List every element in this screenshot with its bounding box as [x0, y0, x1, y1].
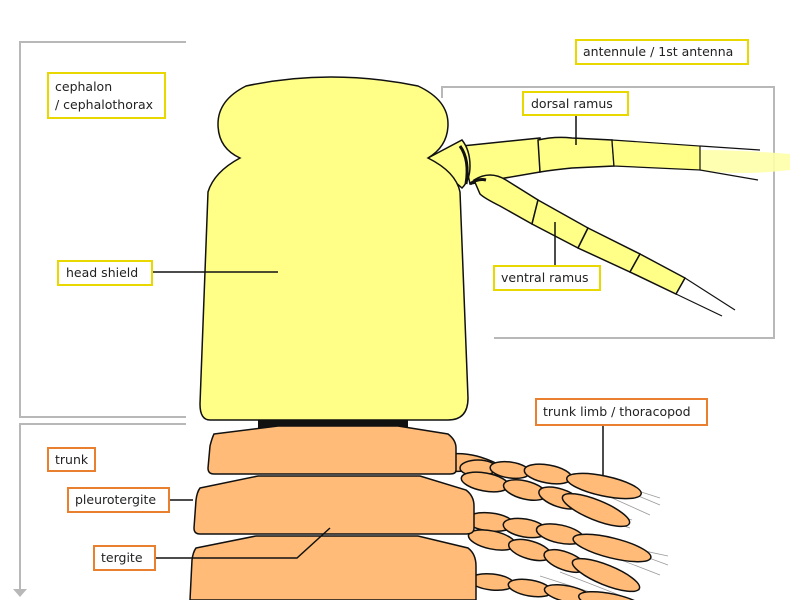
dorsal-ramus: [461, 136, 761, 185]
label-pleurotergite: pleurotergite: [67, 487, 170, 513]
cephalon-label-line2: / cephalothorax: [55, 97, 153, 112]
dorsal-ramus-label: dorsal ramus: [531, 96, 613, 111]
dorsal-ramus-tip: [700, 150, 790, 173]
segment-joint: [258, 418, 408, 428]
trunk-segment-1: [207, 425, 457, 475]
antennule-bracket: [441, 86, 775, 339]
pleurotergite: [193, 475, 475, 535]
label-trunk-limb: trunk limb / thoracopod: [535, 398, 708, 426]
cephalon-bracket: [19, 41, 186, 418]
antennule-label: antennule / 1st antenna: [583, 44, 733, 59]
ventral-ramus-label: ventral ramus: [501, 270, 589, 285]
label-tergite: tergite: [93, 545, 156, 571]
label-head-shield: head shield: [57, 260, 153, 286]
thoracopod-2: [460, 471, 631, 528]
trunk-limb-label: trunk limb / thoracopod: [543, 404, 691, 419]
thoracopod-5: [469, 572, 647, 600]
leader-lines: [152, 115, 604, 559]
trunk-bracket: [13, 423, 186, 597]
label-dorsal-ramus: dorsal ramus: [522, 91, 629, 116]
trunk-label: trunk: [55, 452, 89, 467]
label-ventral-ramus: ventral ramus: [493, 265, 601, 291]
thoracopod-3: [465, 511, 652, 563]
ventral-ramus: [473, 174, 736, 317]
cephalon-label-line1: cephalon: [55, 79, 112, 94]
peduncle-joint: [458, 145, 469, 185]
head-shield-label: head shield: [66, 265, 138, 280]
thoracopod-1: [449, 452, 642, 500]
tergite-label: tergite: [101, 550, 143, 565]
label-antennule: antennule / 1st antenna: [575, 39, 749, 65]
antennule-peduncle: [426, 139, 471, 190]
head-shield: [199, 76, 469, 421]
label-cephalon: cephalon / cephalothorax: [47, 72, 166, 119]
thoracopod-4: [467, 529, 641, 593]
antennule: [426, 136, 790, 317]
label-trunk: trunk: [47, 447, 96, 472]
pleurotergite-label: pleurotergite: [75, 492, 156, 507]
tergite: [189, 535, 477, 600]
